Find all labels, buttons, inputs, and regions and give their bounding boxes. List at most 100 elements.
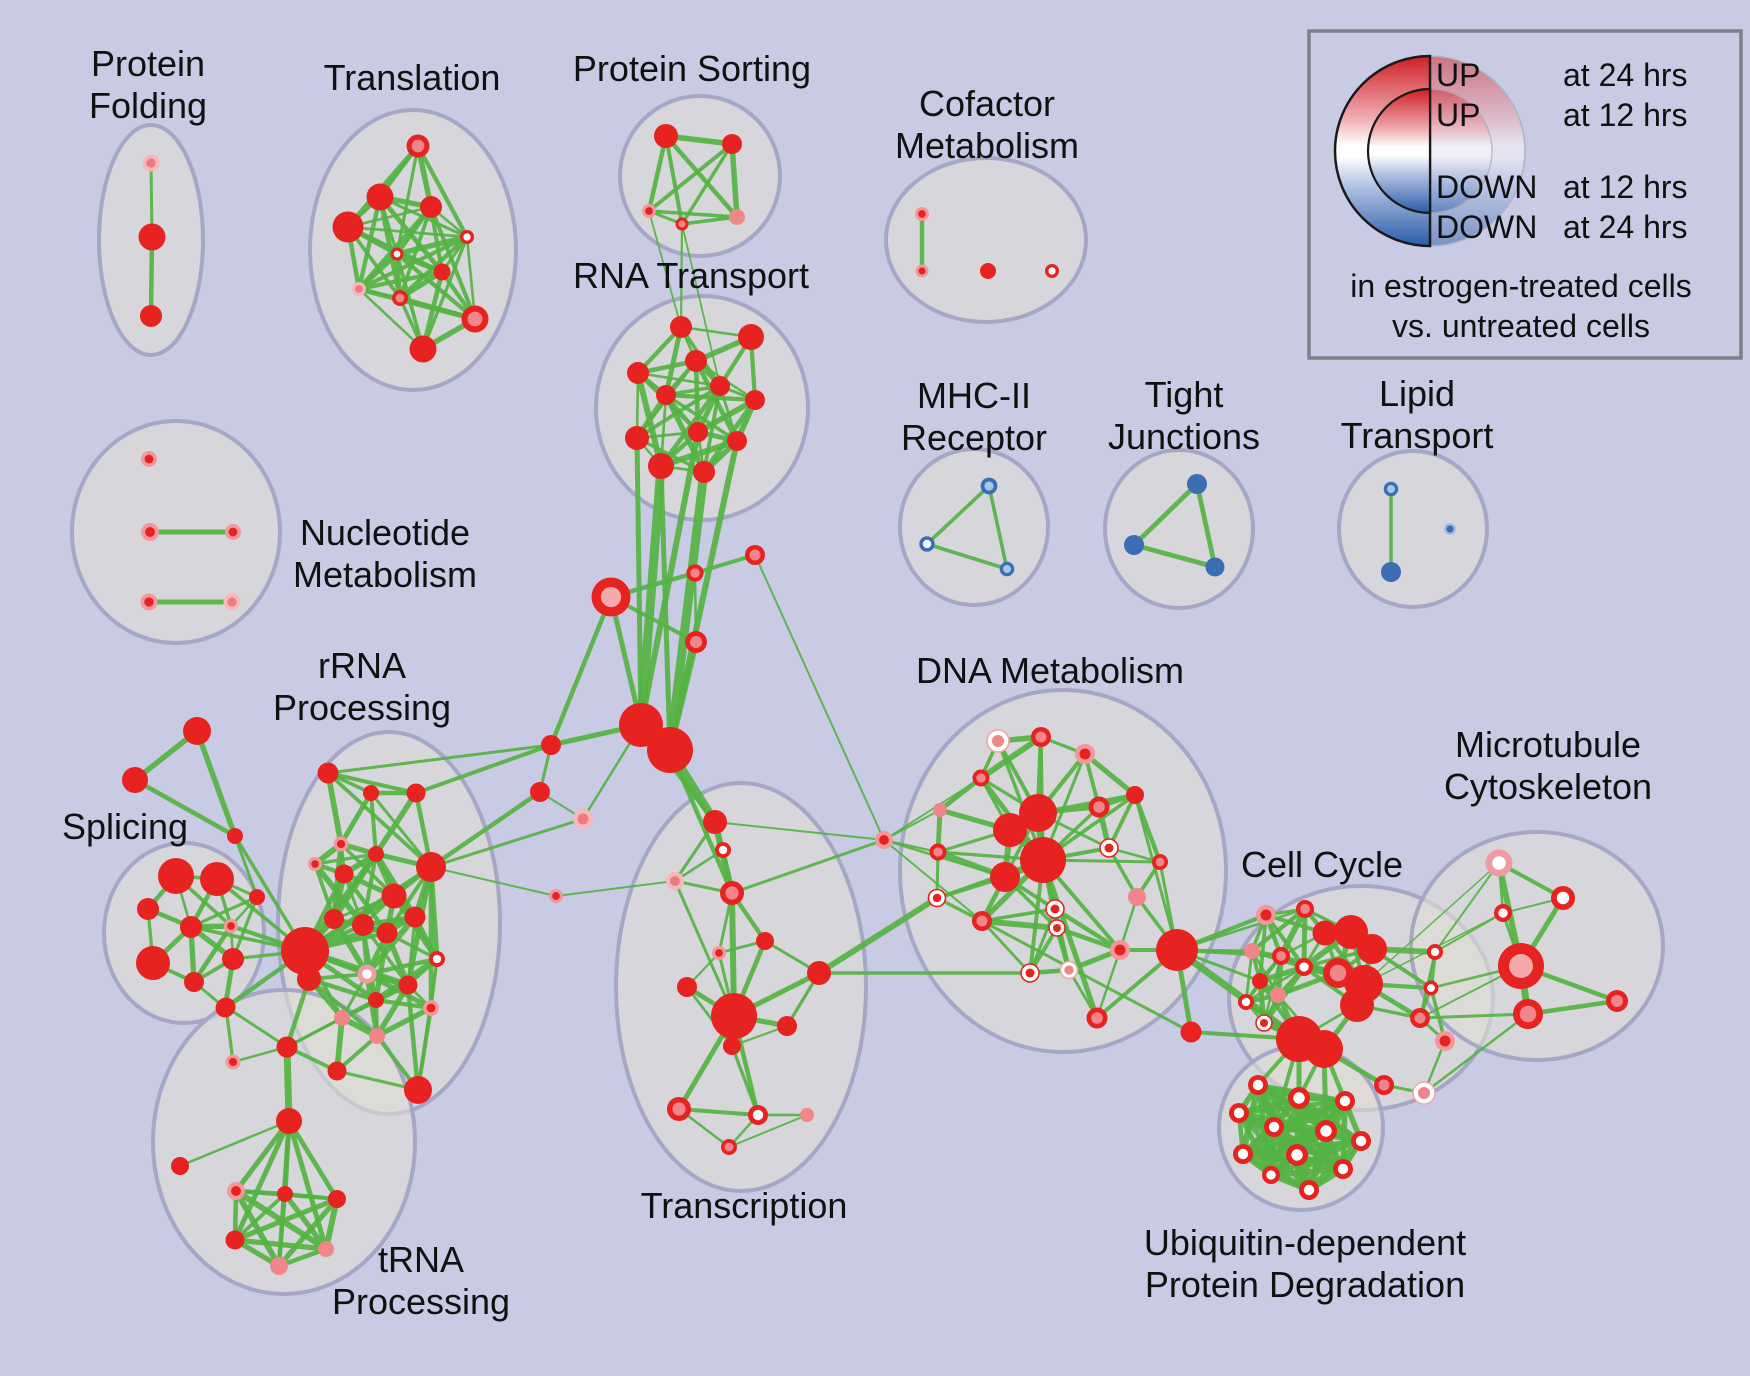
node-R21[interactable] bbox=[327, 1061, 347, 1081]
node-R22[interactable] bbox=[404, 1076, 432, 1104]
node-D17[interactable] bbox=[972, 911, 992, 931]
node-R17[interactable] bbox=[368, 992, 384, 1008]
node-L2[interactable] bbox=[530, 782, 550, 802]
node-H3[interactable] bbox=[745, 545, 765, 565]
node-R15[interactable] bbox=[357, 964, 377, 984]
node-R16[interactable] bbox=[398, 975, 418, 995]
node-D24[interactable] bbox=[1156, 929, 1198, 971]
node-R1[interactable] bbox=[317, 762, 339, 784]
node-U7[interactable] bbox=[1351, 1131, 1371, 1151]
node-RT11[interactable] bbox=[648, 453, 674, 479]
node-T5[interactable] bbox=[460, 230, 474, 244]
node-C10[interactable] bbox=[1252, 973, 1268, 989]
node-C8[interactable] bbox=[1295, 958, 1313, 976]
node-S1[interactable] bbox=[158, 858, 194, 894]
node-TR7[interactable] bbox=[270, 1257, 288, 1275]
node-X1[interactable] bbox=[703, 810, 727, 834]
node-X6[interactable] bbox=[756, 932, 774, 950]
node-MT3[interactable] bbox=[1494, 904, 1512, 922]
node-T1[interactable] bbox=[406, 134, 430, 158]
node-R13[interactable] bbox=[404, 906, 426, 928]
node-U11[interactable] bbox=[1262, 1166, 1280, 1184]
node-D0[interactable] bbox=[875, 831, 893, 849]
node-D13[interactable] bbox=[1099, 838, 1119, 858]
node-C7[interactable] bbox=[1357, 934, 1387, 964]
node-X5[interactable] bbox=[712, 946, 726, 960]
node-C19[interactable] bbox=[1423, 980, 1439, 996]
node-X11[interactable] bbox=[723, 1037, 741, 1055]
node-U12[interactable] bbox=[1299, 1180, 1319, 1200]
node-PF2[interactable] bbox=[138, 223, 166, 251]
node-RT3[interactable] bbox=[685, 350, 707, 372]
node-R24[interactable] bbox=[216, 997, 236, 1017]
node-T11[interactable] bbox=[409, 335, 437, 363]
node-RT2[interactable] bbox=[738, 324, 764, 350]
node-H4[interactable] bbox=[685, 631, 707, 653]
node-TR1[interactable] bbox=[171, 1157, 189, 1175]
node-C1[interactable] bbox=[1256, 905, 1276, 925]
node-CF1[interactable] bbox=[915, 207, 929, 221]
node-D9[interactable] bbox=[1020, 837, 1066, 883]
node-MT5[interactable] bbox=[1513, 999, 1543, 1029]
node-MT1[interactable] bbox=[1485, 849, 1513, 877]
node-D22[interactable] bbox=[1059, 960, 1079, 980]
node-LP3[interactable] bbox=[1444, 523, 1456, 535]
node-T6[interactable] bbox=[390, 247, 404, 261]
node-T10[interactable] bbox=[461, 305, 489, 333]
node-S6[interactable] bbox=[136, 946, 170, 980]
node-S2[interactable] bbox=[200, 862, 234, 896]
node-R10[interactable] bbox=[324, 909, 344, 929]
node-S8[interactable] bbox=[222, 948, 244, 970]
node-N1[interactable] bbox=[141, 451, 157, 467]
node-R18[interactable] bbox=[423, 1000, 439, 1016]
node-RR0b[interactable] bbox=[297, 967, 321, 991]
node-R19[interactable] bbox=[334, 1010, 350, 1026]
node-R7[interactable] bbox=[334, 864, 354, 884]
node-D3[interactable] bbox=[1075, 744, 1095, 764]
node-T4[interactable] bbox=[332, 211, 364, 243]
node-X2[interactable] bbox=[715, 842, 731, 858]
node-C2[interactable] bbox=[1296, 900, 1314, 918]
node-D25[interactable] bbox=[1180, 1021, 1202, 1043]
node-RT4[interactable] bbox=[627, 362, 649, 384]
node-TR2[interactable] bbox=[227, 1182, 245, 1200]
node-MT4[interactable] bbox=[1498, 943, 1544, 989]
node-PS3[interactable] bbox=[642, 204, 656, 218]
node-D16[interactable] bbox=[927, 888, 947, 908]
node-X8[interactable] bbox=[677, 977, 697, 997]
node-C11[interactable] bbox=[1270, 987, 1286, 1003]
node-C12[interactable] bbox=[1238, 994, 1254, 1010]
node-N4[interactable] bbox=[140, 593, 158, 611]
node-N5[interactable] bbox=[223, 593, 241, 611]
node-RT12[interactable] bbox=[693, 461, 715, 483]
node-RT10[interactable] bbox=[727, 431, 747, 451]
node-U6[interactable] bbox=[1315, 1120, 1337, 1142]
node-M3[interactable] bbox=[999, 561, 1015, 577]
node-X13[interactable] bbox=[748, 1105, 768, 1125]
node-PS2[interactable] bbox=[722, 134, 742, 154]
node-RT7[interactable] bbox=[745, 390, 765, 410]
node-H1[interactable] bbox=[591, 577, 631, 617]
node-C21[interactable] bbox=[1435, 1031, 1455, 1051]
node-T8[interactable] bbox=[352, 282, 366, 296]
node-TR6[interactable] bbox=[318, 1241, 334, 1257]
node-R11[interactable] bbox=[352, 914, 374, 936]
node-S4[interactable] bbox=[180, 916, 202, 938]
node-X9[interactable] bbox=[711, 993, 757, 1039]
node-TR4[interactable] bbox=[328, 1190, 346, 1208]
node-D15[interactable] bbox=[1128, 888, 1146, 906]
node-S7[interactable] bbox=[184, 972, 204, 992]
node-SP3[interactable] bbox=[227, 828, 243, 844]
node-R9[interactable] bbox=[381, 883, 407, 909]
node-D10[interactable] bbox=[990, 862, 1020, 892]
node-RT1[interactable] bbox=[670, 316, 692, 338]
node-X14[interactable] bbox=[800, 1108, 814, 1122]
node-X10[interactable] bbox=[777, 1016, 797, 1036]
node-M2[interactable] bbox=[919, 536, 935, 552]
node-X12[interactable] bbox=[667, 1097, 691, 1121]
node-H2[interactable] bbox=[686, 564, 704, 582]
node-C3[interactable] bbox=[1244, 943, 1260, 959]
node-R14[interactable] bbox=[429, 951, 445, 967]
node-RT8[interactable] bbox=[625, 426, 649, 450]
node-CF2[interactable] bbox=[915, 264, 929, 278]
